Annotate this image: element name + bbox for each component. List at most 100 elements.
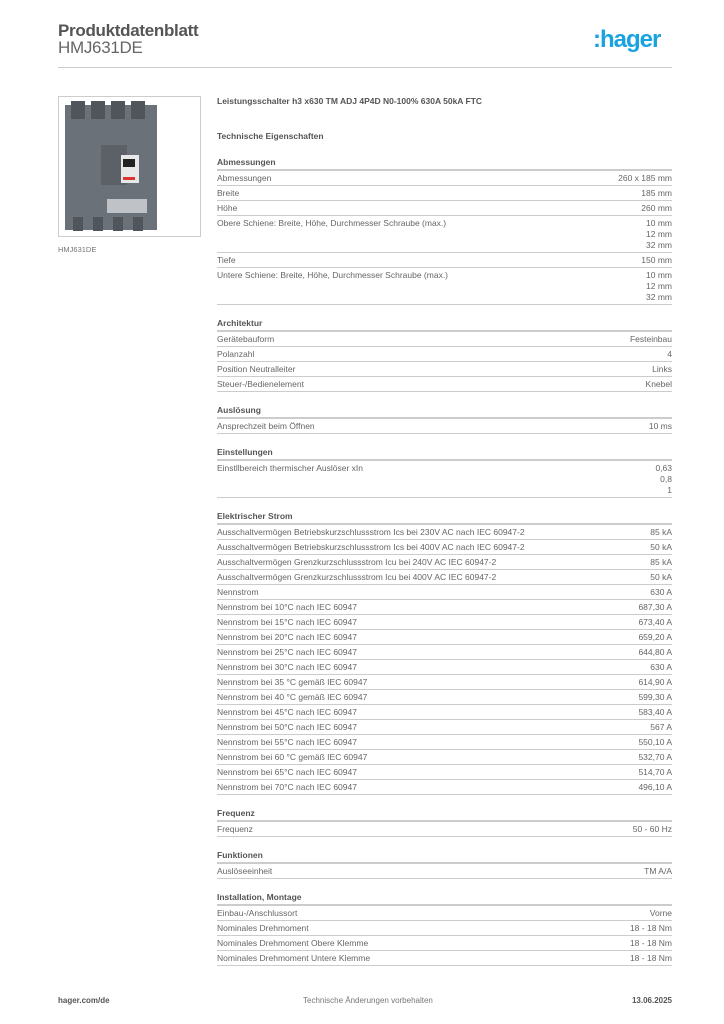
- spec-label: Polanzahl: [217, 349, 255, 359]
- spec-row: Steuer-/Bedienelement Knebel: [217, 377, 672, 392]
- spec-value: 550,10 A: [638, 737, 672, 747]
- spec-row: Tiefe 150 mm: [217, 253, 672, 268]
- spec-value: 599,30 A: [638, 692, 672, 702]
- spec-row: Ausschaltvermögen Grenzkurzschlussstrom …: [217, 555, 672, 570]
- spec-label: Ausschaltvermögen Grenzkurzschlussstrom …: [217, 572, 497, 582]
- spec-label: Nennstrom bei 35 °C gemäß IEC 60947: [217, 677, 368, 687]
- spec-row: Nennstrom bei 65°C nach IEC 60947 514,70 …: [217, 765, 672, 780]
- spec-row: Nennstrom bei 10°C nach IEC 60947 687,30 …: [217, 600, 672, 615]
- spec-row: Untere Schiene: Breite, Höhe, Durchmesse…: [217, 268, 672, 305]
- spec-row: Polanzahl 4: [217, 347, 672, 362]
- spec-row: Nominales Drehmoment 18 - 18 Nm: [217, 921, 672, 936]
- spec-value: 18 - 18 Nm: [629, 953, 672, 963]
- spec-row: Einbau-/Anschlussort Vorne: [217, 906, 672, 921]
- spec-label: Nennstrom bei 40 °C gemäß IEC 60947: [217, 692, 368, 702]
- spec-label: Steuer-/Bedienelement: [217, 379, 304, 389]
- spec-value: 4: [667, 349, 672, 359]
- section-heading: Einstellungen: [217, 447, 672, 461]
- product-code: HMJ631DE: [58, 38, 143, 57]
- spec-label: Nennstrom bei 10°C nach IEC 60947: [217, 602, 357, 612]
- spec-value: 630 A: [650, 662, 672, 672]
- spec-label: Nominales Drehmoment Untere Klemme: [217, 953, 371, 963]
- spec-value: Knebel: [645, 379, 672, 389]
- spec-label: Einstllbereich thermischer Auslöser xIn: [217, 463, 363, 473]
- spec-value: 10 mm 12 mm 32 mm: [646, 270, 672, 302]
- spec-label: Ansprechzeit beim Öffnen: [217, 421, 315, 431]
- spec-label: Nennstrom: [217, 587, 259, 597]
- spec-label: Nennstrom bei 70°C nach IEC 60947: [217, 782, 357, 792]
- spec-label: Höhe: [217, 203, 238, 213]
- spec-label: Nennstrom bei 20°C nach IEC 60947: [217, 632, 357, 642]
- spec-row: Ausschaltvermögen Betriebskurzschlussstr…: [217, 525, 672, 540]
- spec-label: Nennstrom bei 25°C nach IEC 60947: [217, 647, 357, 657]
- spec-row: Nominales Drehmoment Untere Klemme 18 - 1…: [217, 951, 672, 966]
- spec-label: Nominales Drehmoment: [217, 923, 309, 933]
- section-heading: Architektur: [217, 318, 672, 332]
- spec-row: Nennstrom bei 50°C nach IEC 60947 567 A: [217, 720, 672, 735]
- spec-row: Ausschaltvermögen Grenzkurzschlussstrom …: [217, 570, 672, 585]
- spec-label: Nennstrom bei 65°C nach IEC 60947: [217, 767, 357, 777]
- spec-label: Einbau-/Anschlussort: [217, 908, 298, 918]
- spec-value: 567 A: [650, 722, 672, 732]
- spec-label: Tiefe: [217, 255, 236, 265]
- footer-website[interactable]: hager.com/de: [58, 996, 110, 1005]
- footer-notice: Technische Änderungen vorbehalten: [303, 996, 433, 1005]
- hager-logo: :hager: [593, 26, 661, 53]
- spec-label: Auslöseeinheit: [217, 866, 273, 876]
- spec-row: Nennstrom bei 35 °C gemäß IEC 60947 614,9…: [217, 675, 672, 690]
- spec-label: Ausschaltvermögen Betriebskurzschlussstr…: [217, 527, 525, 537]
- spec-label: Nominales Drehmoment Obere Klemme: [217, 938, 369, 948]
- spec-label: Nennstrom bei 60 °C gemäß IEC 60947: [217, 752, 368, 762]
- spec-row: Nennstrom 630 A: [217, 585, 672, 600]
- spec-value: 18 - 18 Nm: [629, 938, 672, 948]
- spec-row: Ausschaltvermögen Betriebskurzschlussstr…: [217, 540, 672, 555]
- tech-heading: Technische Eigenschaften: [217, 131, 324, 141]
- spec-value: 10 mm 12 mm 32 mm: [646, 218, 672, 250]
- spec-value: 673,40 A: [638, 617, 672, 627]
- spec-value: 687,30 A: [638, 602, 672, 612]
- spec-value: 150 mm: [641, 255, 672, 265]
- spec-label: Nennstrom bei 30°C nach IEC 60947: [217, 662, 357, 672]
- spec-row: Abmessungen 260 x 185 mm: [217, 171, 672, 186]
- spec-row: Nennstrom bei 30°C nach IEC 60947 630 A: [217, 660, 672, 675]
- spec-row: Nennstrom bei 60 °C gemäß IEC 60947 532,7…: [217, 750, 672, 765]
- spec-value: 496,10 A: [638, 782, 672, 792]
- spec-value: 614,90 A: [638, 677, 672, 687]
- spec-value: 583,40 A: [638, 707, 672, 717]
- spec-value: Festeinbau: [629, 334, 672, 344]
- spec-value: Vorne: [649, 908, 672, 918]
- spec-value: 18 - 18 Nm: [629, 923, 672, 933]
- spec-label: Abmessungen: [217, 173, 272, 183]
- spec-value: 10 ms: [648, 421, 672, 431]
- spec-value: 659,20 A: [638, 632, 672, 642]
- spec-value: 85 kA: [650, 527, 672, 537]
- spec-label: Position Neutralleiter: [217, 364, 296, 374]
- spec-value: 630 A: [650, 587, 672, 597]
- spec-row: Nennstrom bei 20°C nach IEC 60947 659,20 …: [217, 630, 672, 645]
- spec-value: 50 kA: [650, 542, 672, 552]
- spec-label: Frequenz: [217, 824, 253, 834]
- spec-label: Nennstrom bei 50°C nach IEC 60947: [217, 722, 357, 732]
- document-title: Produktdatenblatt: [58, 21, 199, 40]
- spec-value: 85 kA: [650, 557, 672, 567]
- spec-label: Breite: [217, 188, 240, 198]
- spec-row: Ansprechzeit beim Öffnen 10 ms: [217, 419, 672, 434]
- spec-row: Nennstrom bei 40 °C gemäß IEC 60947 599,3…: [217, 690, 672, 705]
- spec-value: 532,70 A: [638, 752, 672, 762]
- content: Leistungsschalter h3 x630 TM ADJ 4P4D N0…: [217, 96, 672, 966]
- spec-label: Ausschaltvermögen Betriebskurzschlussstr…: [217, 542, 525, 552]
- image-caption: HMJ631DE: [58, 245, 97, 254]
- section-heading: Elektrischer Strom: [217, 511, 672, 525]
- spec-value: 260 x 185 mm: [618, 173, 672, 183]
- spec-value: 514,70 A: [638, 767, 672, 777]
- spec-value: 260 mm: [641, 203, 672, 213]
